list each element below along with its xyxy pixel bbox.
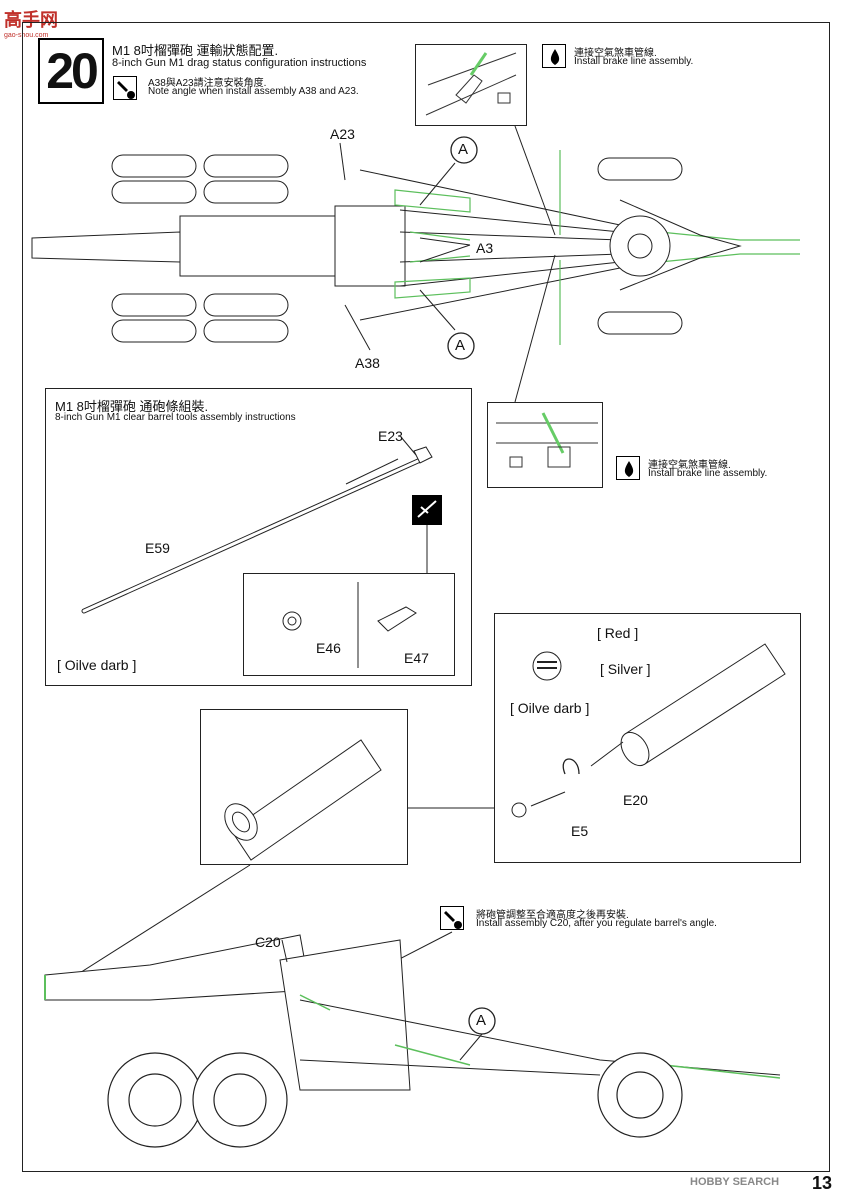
step-number: 20 — [38, 38, 104, 104]
site-logo: 高手网 gao-shou.com — [4, 6, 58, 39]
tools-detail-box — [243, 573, 455, 676]
brake-note-mid-cn: 連接空氣煞車管線. — [648, 460, 731, 471]
callout-a-top: A — [458, 141, 469, 158]
muzzle-color-silver: [ Silver ] — [600, 661, 651, 677]
brake-detail-inset-top — [415, 44, 527, 126]
label-e23: E23 — [378, 428, 403, 444]
page-number: 13 — [812, 1173, 833, 1193]
site-logo-subtext: gao-shou.com — [4, 32, 49, 39]
step-note-cn: A38與A23請注意安裝角度. — [148, 78, 267, 89]
barrel-note-cn: 將砲管調整至合適高度之後再安裝. — [476, 910, 629, 921]
step-title-en: 8-inch Gun M1 drag status configuration … — [112, 57, 367, 69]
label-a23: A23 — [330, 126, 355, 142]
adhesive-icon-top — [542, 44, 566, 68]
label-a3: A3 — [476, 240, 494, 256]
site-logo-text: 高手网 — [4, 10, 58, 30]
label-e5: E5 — [571, 823, 589, 839]
label-e46: E46 — [316, 640, 341, 656]
muzzle-panel — [494, 613, 801, 863]
tools-title-cn: M1 8吋榴彈砲 通砲條組裝. — [55, 399, 209, 414]
adhesive-icon-mid — [616, 456, 640, 480]
page-frame — [22, 22, 830, 1172]
brake-note-top-cn: 連接空氣煞車管線. — [574, 48, 657, 59]
callout-a-bottom: A — [455, 337, 466, 354]
brake-note-top-en: Install brake line assembly. — [574, 56, 694, 67]
muzzle-color-red: [ Red ] — [597, 625, 639, 641]
barrel-closeup-panel — [200, 709, 408, 865]
caution-icon — [113, 76, 137, 100]
tools-color-note: [ Oilve darb ] — [57, 657, 137, 673]
step-note-en: Note angle when install assembly A38 and… — [148, 86, 359, 97]
brake-detail-inset-mid — [487, 402, 603, 488]
caution-icon-barrel — [440, 906, 464, 930]
hobby-search-watermark: HOBBY SEARCH — [690, 1176, 780, 1188]
brake-note-mid-en: Install brake line assembly. — [648, 468, 768, 479]
barrel-note-en: Install assembly C20, after you regulate… — [476, 918, 717, 929]
tools-panel — [45, 388, 472, 686]
label-e20: E20 — [623, 792, 648, 808]
label-e47: E47 — [404, 650, 429, 666]
label-e59: E59 — [145, 540, 170, 556]
callout-a-side: A — [476, 1012, 487, 1029]
tools-title-en: 8-inch Gun M1 clear barrel tools assembl… — [55, 412, 296, 423]
label-c20: C20 — [255, 934, 281, 950]
label-a38: A38 — [355, 355, 380, 371]
muzzle-color-olive: [ Oilve darb ] — [510, 700, 590, 716]
step-title-cn: M1 8吋榴彈砲 運輸狀態配置. — [112, 43, 279, 58]
